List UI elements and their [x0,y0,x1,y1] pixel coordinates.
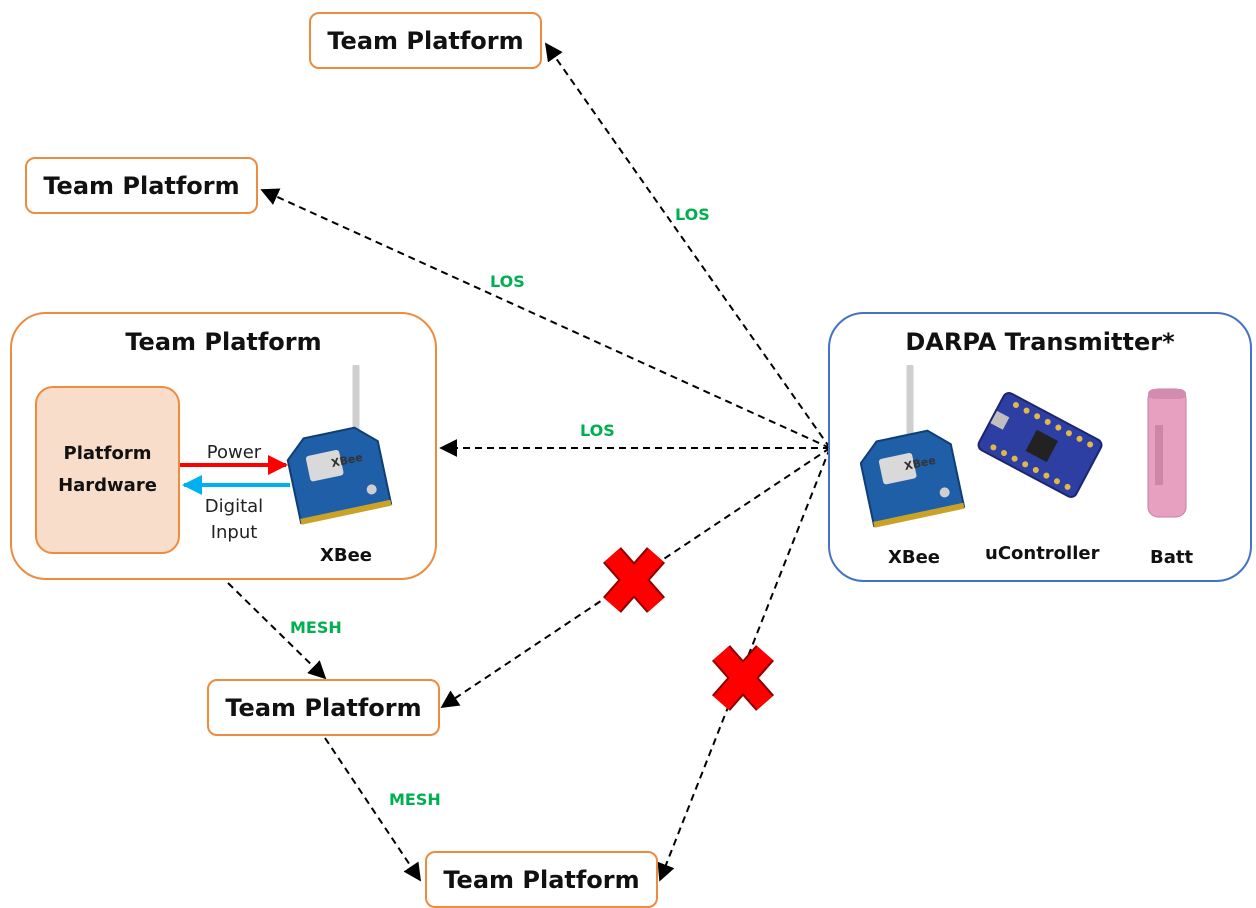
team-platform-label: Team Platform [225,693,422,722]
batt-label: Batt [1150,547,1194,568]
link-label-mesh-1: MESH [290,618,342,637]
team-platform-middle[interactable]: Team Platform [207,679,440,736]
link-label-los-upper-left: LOS [490,272,525,291]
platform-hardware-label: Platform Hardware [58,443,157,496]
ucontroller-label: uController [985,543,1100,564]
link-label-mesh-2: MESH [389,790,441,809]
mesh-link-2 [324,737,422,882]
signal-arrows [180,455,290,495]
los-link-upper-left [260,188,831,449]
svg-text:XBee: XBee [903,454,937,473]
xbee-module-icon: XBee [860,365,966,528]
platform-hardware-block: Platform Hardware [35,386,180,554]
team-platform-main-title: Team Platform [125,328,322,356]
transmitter-xbee-label: XBee [888,547,941,568]
ucontroller-board-icon [977,392,1103,498]
team-platform-label: Team Platform [443,865,640,894]
digital-input-label: Digital Input [204,496,264,543]
power-label: Power [206,442,262,463]
mesh-link-1 [227,582,327,680]
darpa-transmitter-title: DARPA Transmitter* [905,328,1175,356]
team-platform-bottom[interactable]: Team Platform [425,851,658,908]
xbee-module-icon: XBee [286,365,393,525]
team-platform-upper-left[interactable]: Team Platform [25,157,258,214]
battery-icon [1147,388,1187,518]
team-platform-top[interactable]: Team Platform [309,12,542,69]
team-platform-label: Team Platform [327,26,524,55]
svg-text:XBee: XBee [330,451,364,470]
team-platform-label: Team Platform [43,171,240,200]
xbee-label: XBee [320,545,373,566]
link-label-los-top: LOS [675,205,710,224]
blocked-x-icon [602,547,666,613]
blocked-x-icon [711,645,775,711]
los-link-top [544,42,831,449]
link-label-los-main: LOS [580,421,615,440]
